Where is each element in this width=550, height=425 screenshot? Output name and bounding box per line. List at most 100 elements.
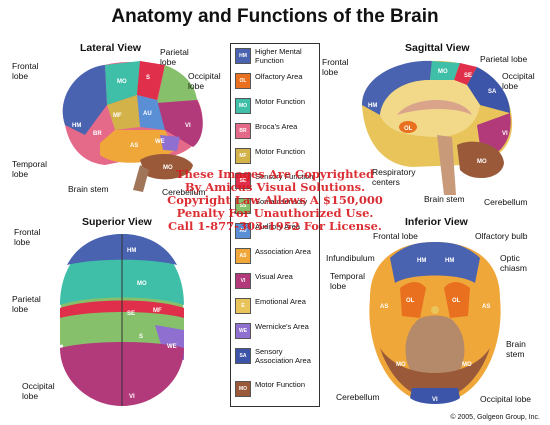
svg-text:HM: HM: [72, 123, 81, 129]
sagittal-respiratory-label: Respiratory centers: [372, 167, 416, 187]
legend-label: Visual Area: [255, 272, 293, 281]
svg-text:VI: VI: [502, 131, 508, 137]
svg-text:HM: HM: [445, 258, 454, 264]
sagittal-parietal-label: Parietal lobe: [480, 54, 528, 64]
legend-label: Wernicke's Area: [255, 322, 309, 331]
legend-swatch: MO: [235, 381, 251, 397]
svg-text:MO: MO: [438, 69, 448, 75]
inferior-occipital-label: Occipital lobe: [480, 394, 532, 404]
lateral-occipital-label: Occipital lobe: [188, 71, 221, 91]
watermark-line: Copyright Law Allows A $150,000: [167, 193, 383, 207]
sagittal-frontal-label: Frontal lobe: [322, 57, 349, 77]
copyright-watermark: These Images Are Copyrighted By Amicus V…: [130, 168, 420, 233]
superior-occipital-label: Occipital lobe: [22, 381, 55, 401]
legend-label: Broca's Area: [255, 122, 298, 131]
sagittal-cerebellum-label: Cerebellum: [484, 197, 528, 207]
svg-text:MO: MO: [462, 362, 472, 368]
legend-label: Somatosensory: [255, 197, 308, 206]
legend-label: Motor Function: [255, 97, 306, 106]
lateral-temporal-label: Temporal lobe: [12, 159, 47, 179]
legend-label: Olfactory Area: [255, 72, 303, 81]
svg-text:HM: HM: [368, 103, 377, 109]
legend-swatch: HM: [235, 48, 251, 64]
legend-swatch: BR: [235, 123, 251, 139]
watermark-line: By Amicus Visual Solutions.: [184, 180, 366, 194]
svg-text:AS: AS: [130, 143, 138, 149]
legend-item: WE Wernicke's Area: [235, 322, 319, 343]
svg-text:SA: SA: [488, 89, 497, 95]
svg-text:AS: AS: [482, 304, 490, 310]
legend-swatch: MF: [235, 148, 251, 164]
inferior-olfactory-label: Olfactory bulb: [475, 231, 528, 241]
svg-text:VI: VI: [432, 397, 438, 403]
svg-text:SE: SE: [464, 73, 472, 79]
legend-label: Higher Mental Function: [255, 47, 302, 65]
svg-text:AU: AU: [143, 111, 152, 117]
legend-item: SS Somatosensory: [235, 197, 319, 218]
sagittal-brain-illustration: HM MO SE SA VI OL MO: [362, 60, 513, 195]
svg-text:OL: OL: [404, 126, 413, 132]
page-title: Anatomy and Functions of the Brain: [111, 6, 439, 27]
lateral-view-title: Lateral View: [80, 42, 142, 54]
svg-text:MF: MF: [113, 113, 122, 119]
legend-label: Sensory Function: [255, 172, 314, 181]
svg-text:MO: MO: [117, 79, 127, 85]
legend-item: VI Visual Area: [235, 272, 319, 293]
svg-text:VI: VI: [129, 394, 135, 400]
legend-item: OL Olfactory Area: [235, 72, 319, 93]
svg-text:SE: SE: [127, 311, 135, 317]
sagittal-brainstem-label: Brain stem: [424, 194, 465, 204]
lateral-brain-illustration: HM MO S AU MF BR WE AS VI MO: [62, 61, 203, 192]
sagittal-view-title: Sagittal View: [405, 42, 470, 54]
inferior-frontal-label: Frontal lobe: [373, 231, 418, 241]
svg-text:MO: MO: [137, 281, 147, 287]
svg-text:MF: MF: [153, 308, 162, 314]
inferior-infundibulum-label: Infundibulum: [326, 253, 375, 263]
legend-item: MO Motor Function: [235, 97, 319, 118]
watermark-line: Penalty For Unauthorized Use.: [176, 206, 374, 220]
inferior-brain-illustration: HM HM AS OL OL AS MO MO VI: [369, 242, 501, 404]
sagittal-occipital-label: Occipital lobe: [502, 71, 535, 91]
legend-item: SE Sensory Function: [235, 172, 319, 193]
legend-swatch: WE: [235, 323, 251, 339]
legend-swatch: MO: [235, 98, 251, 114]
superior-parietal-label: Parietal lobe: [12, 294, 41, 314]
legend-swatch: SE: [235, 173, 251, 189]
inferior-view-title: Inferior View: [405, 216, 468, 228]
svg-text:OL: OL: [406, 298, 415, 304]
legend-item: BR Broca's Area: [235, 122, 319, 143]
svg-text:HM: HM: [127, 248, 136, 254]
legend-swatch: E: [235, 298, 251, 314]
watermark-line: These Images Are Copyrighted: [175, 167, 375, 181]
svg-text:WE: WE: [155, 139, 165, 145]
lateral-brainstem-label: Brain stem: [68, 184, 109, 194]
svg-text:MO: MO: [396, 362, 406, 368]
legend-swatch: OL: [235, 73, 251, 89]
lateral-parietal-label: Parietal lobe: [160, 47, 189, 67]
legend-label: Sensory Association Area: [255, 347, 311, 365]
inferior-cerebellum-label: Cerebellum: [336, 392, 380, 402]
svg-text:MO: MO: [163, 165, 173, 171]
legend-label: Association Area: [255, 247, 311, 256]
svg-text:S: S: [146, 75, 150, 81]
svg-text:VI: VI: [185, 123, 191, 129]
inferior-temporal-label: Temporal lobe: [330, 271, 365, 291]
legend-swatch: AS: [235, 248, 251, 264]
legend-swatch: AU: [235, 223, 251, 239]
svg-text:MO: MO: [477, 159, 487, 165]
inferior-brainstem-label: Brain stem: [506, 339, 526, 359]
copyright-notice: © 2005, Golgeon Group, Inc.: [450, 414, 540, 421]
superior-frontal-label: Frontal lobe: [14, 227, 41, 247]
svg-text:S: S: [139, 334, 143, 340]
legend-swatch: SS: [235, 198, 251, 214]
lateral-cerebellum-label: Cerebellum: [162, 187, 206, 197]
legend-swatch: VI: [235, 273, 251, 289]
svg-text:BR: BR: [93, 131, 102, 137]
svg-text:OL: OL: [452, 298, 461, 304]
svg-text:WE: WE: [167, 344, 177, 350]
